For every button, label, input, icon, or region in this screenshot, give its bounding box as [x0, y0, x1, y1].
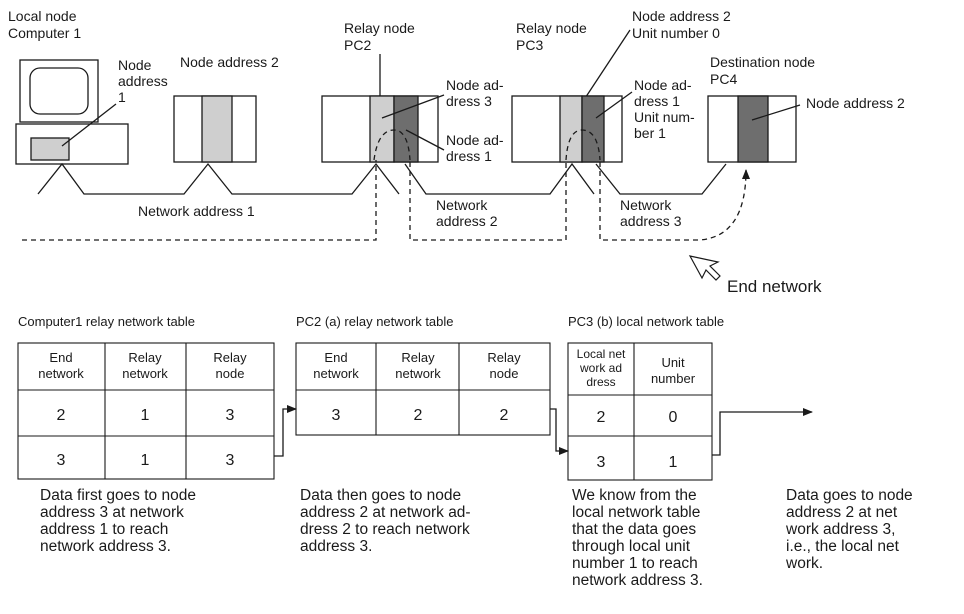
local-node-address-line1: Node: [118, 57, 152, 73]
table3: Local net work ad dress Unit number 2 0 …: [567, 342, 713, 481]
table3-header-unit-2: number: [651, 371, 696, 386]
network-unit-icon: [30, 137, 70, 161]
pc2-plc-icon: [321, 95, 439, 163]
plc-node-icon: [173, 95, 257, 163]
pc3-plc-icon: [511, 95, 623, 163]
pc2-name: PC2: [344, 37, 371, 53]
local-node-address-line3: 1: [118, 89, 126, 105]
table1: End network Relay network Relay node 2 1…: [17, 342, 275, 480]
table1-header-end-2: network: [38, 366, 84, 381]
local-node-address-line2: address: [118, 73, 168, 89]
pc3-top-label-1: Node address 2: [632, 8, 731, 24]
end-network-arrow-icon: [688, 255, 721, 281]
pc3-b2: dress 1: [634, 93, 680, 109]
table2-title: PC2 (a) relay network table: [296, 314, 454, 329]
network-1-label: Network address 1: [138, 203, 255, 219]
pc2-address-b1: Node ad-: [446, 132, 504, 148]
caption-3: We know from the local network table tha…: [572, 487, 705, 589]
network-1-cable: [37, 162, 400, 195]
caption-2: Data then goes to node address 2 at netw…: [300, 487, 475, 555]
table3-cell: 0: [669, 409, 678, 426]
arrow-table3-to-local: [712, 408, 813, 456]
route-path-1: [22, 160, 377, 241]
table1-title: Computer1 relay network table: [18, 314, 195, 329]
table2-header-end-2: network: [313, 366, 359, 381]
node2-address-label: Node address 2: [180, 54, 279, 70]
table3-cell: 1: [669, 454, 678, 471]
network-2-cable: [404, 162, 595, 195]
network-3-cable: [595, 163, 727, 195]
table3-cell: 3: [597, 454, 606, 471]
table2-header-relay-net-2: network: [395, 366, 441, 381]
arrow-table2-to-table3: [550, 408, 569, 455]
pc4-name: PC4: [710, 71, 737, 87]
pc4-address: Node address 2: [806, 95, 905, 111]
network-2-label-1: Network: [436, 197, 488, 213]
table2-cell: 3: [332, 407, 341, 424]
local-node-title: Local node: [8, 8, 77, 24]
table1-header-end: End: [49, 350, 72, 365]
network-3-label-2: address 3: [620, 213, 682, 229]
table2-header-relay-net: Relay: [401, 350, 435, 365]
pc3-b3: Unit num-: [634, 109, 695, 125]
pc3-title: Relay node: [516, 20, 587, 36]
caption-1: Data first goes to node address 3 at net…: [40, 487, 200, 555]
network-3-label-1: Network: [620, 197, 672, 213]
table1-cell: 3: [57, 452, 66, 469]
arrow-table1-to-table2: [274, 405, 297, 457]
table1-cell: 2: [57, 407, 66, 424]
local-node-name: Computer 1: [8, 25, 81, 41]
table2-header-relay-node-2: node: [490, 366, 519, 381]
pc3-name: PC3: [516, 37, 543, 53]
table1-cell: 3: [226, 452, 235, 469]
table3-header-local-3: dress: [586, 375, 615, 389]
table2-cell: 2: [500, 407, 509, 424]
table1-header-relay-net-2: network: [122, 366, 168, 381]
network-2-label-2: address 2: [436, 213, 498, 229]
pc4-plc-icon: [707, 95, 797, 163]
table2-header-relay-node: Relay: [487, 350, 521, 365]
table1-cell: 3: [226, 407, 235, 424]
pc2-title: Relay node: [344, 20, 415, 36]
pc2-address-b2: dress 1: [446, 148, 492, 164]
table1-header-relay-net: Relay: [128, 350, 162, 365]
table1-header-relay-node-2: node: [216, 366, 245, 381]
table3-header-local-1: Local net: [577, 347, 626, 361]
pc2-address-a1: Node ad-: [446, 77, 504, 93]
pc4-title: Destination node: [710, 54, 815, 70]
caption-4: Data goes to node address 2 at net work …: [785, 487, 917, 572]
route-path-3: [599, 162, 750, 241]
table3-header-local-2: work ad: [579, 361, 622, 375]
computer-icon: [15, 59, 129, 165]
table1-header-relay-node: Relay: [213, 350, 247, 365]
table3-title: PC3 (b) local network table: [568, 314, 724, 329]
pc2-address-a2: dress 3: [446, 93, 492, 109]
table2: End network Relay network Relay node 3 2…: [295, 342, 551, 436]
pc3-b4: ber 1: [634, 125, 666, 141]
table1-cell: 1: [141, 407, 150, 424]
table3-cell: 2: [597, 409, 606, 426]
table2-cell: 2: [414, 407, 423, 424]
pc3-top-label-2: Unit number 0: [632, 25, 720, 41]
table3-header-unit: Unit: [661, 355, 685, 370]
end-network-label: End network: [727, 277, 822, 296]
pc3-b1: Node ad-: [634, 77, 692, 93]
table1-cell: 1: [141, 452, 150, 469]
table2-header-end: End: [324, 350, 347, 365]
route-path-2: [409, 162, 567, 241]
